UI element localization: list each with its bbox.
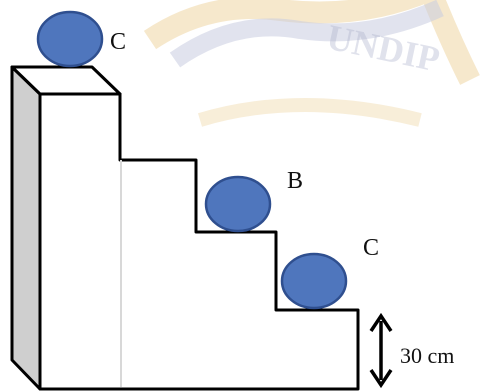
height-dimension-arrow — [369, 312, 393, 389]
watermark-arc-band — [197, 98, 422, 127]
label-middle-ball: B — [287, 168, 303, 194]
label-lower-ball: C — [363, 235, 379, 261]
watermark-arc-outer — [143, 0, 480, 85]
ball-middle — [204, 175, 272, 233]
arrow-head-down — [369, 369, 393, 389]
staircase — [10, 65, 360, 391]
label-top-ball: C — [110, 29, 126, 55]
staircase-front-face — [38, 92, 360, 391]
ball-top — [36, 10, 104, 68]
arrow-head-up — [369, 312, 393, 332]
ball-lower — [280, 252, 348, 310]
watermark-arc-inner — [169, 0, 444, 68]
staircase-side-face — [10, 65, 42, 391]
watermark-seal: UNDIP — [143, 0, 480, 127]
height-dimension-label: 30 cm — [400, 343, 454, 368]
